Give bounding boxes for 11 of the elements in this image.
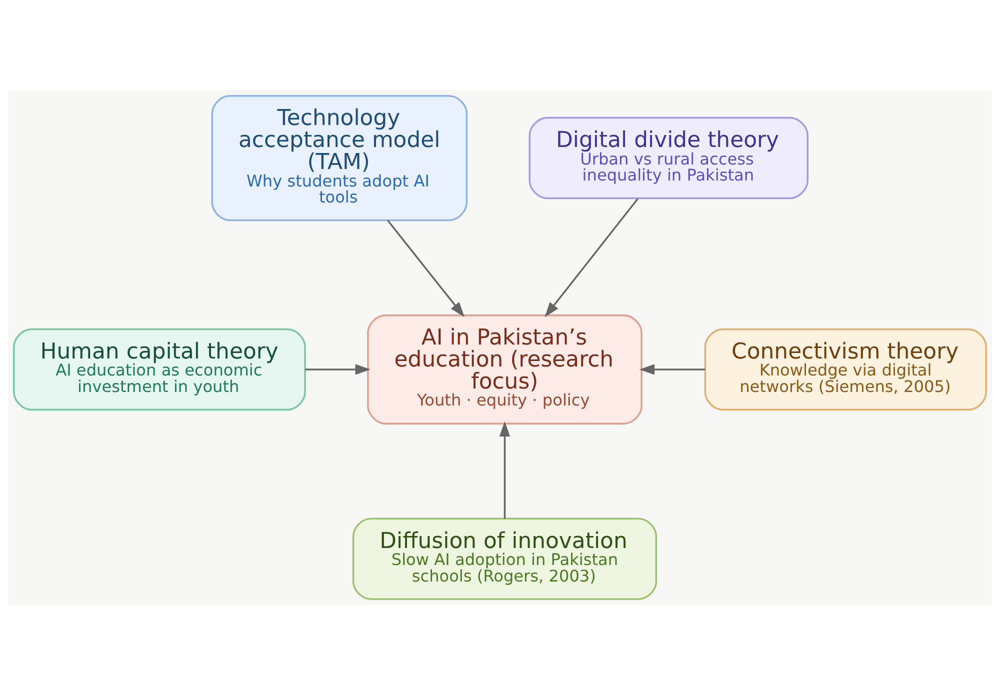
node-box: Human capital theory AI education as economic investment in youth bbox=[13, 328, 306, 410]
node-box: Digital divide theory Urban vs rural access inequality in Pakistan bbox=[528, 116, 808, 199]
node-box: Diffusion of innovation Slow AI adoption in Pakistan schools (Rogers, 2003) bbox=[352, 517, 658, 600]
arrow bbox=[387, 219, 465, 317]
arrow bbox=[305, 364, 371, 374]
node-box: AI in Pakistan’s education (research focus) Youth · equity · policy bbox=[367, 314, 642, 424]
arrow bbox=[544, 198, 638, 317]
arrow bbox=[639, 364, 706, 374]
node-box: Connectivism theory Knowledge via digital networks (Siemens, 2005) bbox=[704, 328, 987, 410]
arrow bbox=[499, 420, 510, 518]
node-box: Technology acceptance model (TAM) Why students adopt AI tools bbox=[211, 94, 468, 221]
